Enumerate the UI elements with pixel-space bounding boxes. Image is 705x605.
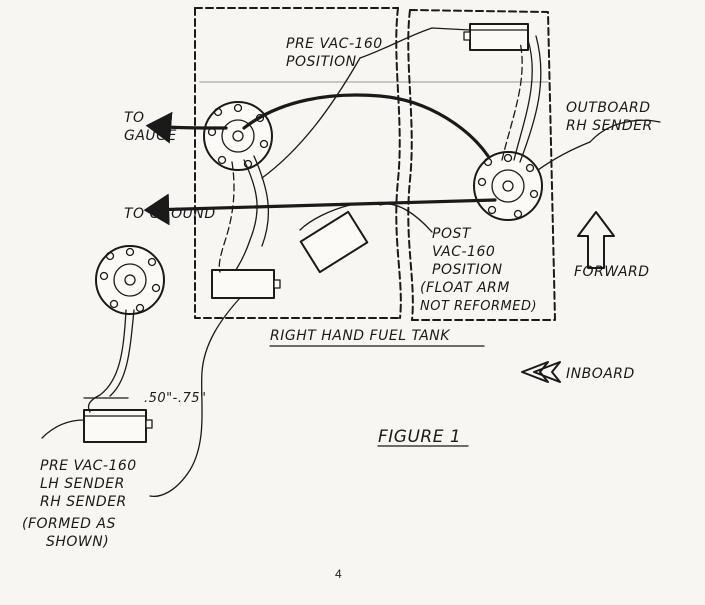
label-to-gauge-line1: TO (124, 110, 145, 126)
label-to-gauge-line2: GAUGE (124, 128, 177, 144)
label-inboard: INBOARD (566, 366, 635, 382)
float-pre-vac-tank (211, 269, 281, 299)
label-pre-vac-lh-line5: SHOWN) (46, 534, 109, 550)
leader-lines (41, 27, 661, 498)
label-outboard-line1: OUTBOARD (566, 100, 651, 116)
label-pre-vac-line1: PRE VAC-160 (286, 36, 383, 52)
fuel-tank-outline (194, 7, 556, 321)
label-forward: FORWARD (574, 264, 650, 280)
label-pre-vac-lh-line4: (FORMED AS (22, 516, 116, 532)
label-post-vac-line4: (FLOAT ARM (420, 280, 510, 296)
page-number: 4 (335, 567, 342, 581)
label-post-vac-line3: POSITION (432, 262, 503, 278)
label-pre-vac-lh-line3: RH SENDER (40, 494, 127, 510)
outboard-sender-flange (473, 151, 543, 221)
label-outboard-line2: RH SENDER (566, 118, 653, 134)
lh-sender-flange (95, 245, 165, 315)
float-arms (87, 35, 542, 413)
label-figure: FIGURE 1 (378, 427, 461, 447)
label-tank-title: RIGHT HAND FUEL TANK (270, 328, 451, 344)
float-post-vac (299, 210, 369, 274)
gauge-wire (242, 93, 490, 158)
inboard-arrow-icon (521, 361, 561, 383)
float-pre-vac-top (463, 23, 529, 51)
label-dimension: .50"-.75" (144, 391, 207, 406)
label-post-vac-line5: NOT REFORMED) (420, 299, 537, 314)
label-post-vac-line1: POST (432, 226, 472, 242)
gauge-lead-arrow (145, 111, 228, 144)
ground-wire (143, 193, 497, 226)
forward-arrow-icon (577, 211, 615, 269)
float-lh-sender (83, 409, 153, 443)
label-pre-vac-lh-line1: PRE VAC-160 (40, 458, 137, 474)
gauge-sender-flange (203, 101, 273, 171)
label-to-ground: TO GROUND (124, 206, 216, 222)
label-pre-vac-lh-line2: LH SENDER (40, 476, 125, 492)
label-post-vac-line2: VAC-160 (432, 244, 495, 260)
label-pre-vac-line2: POSITION (286, 54, 357, 70)
